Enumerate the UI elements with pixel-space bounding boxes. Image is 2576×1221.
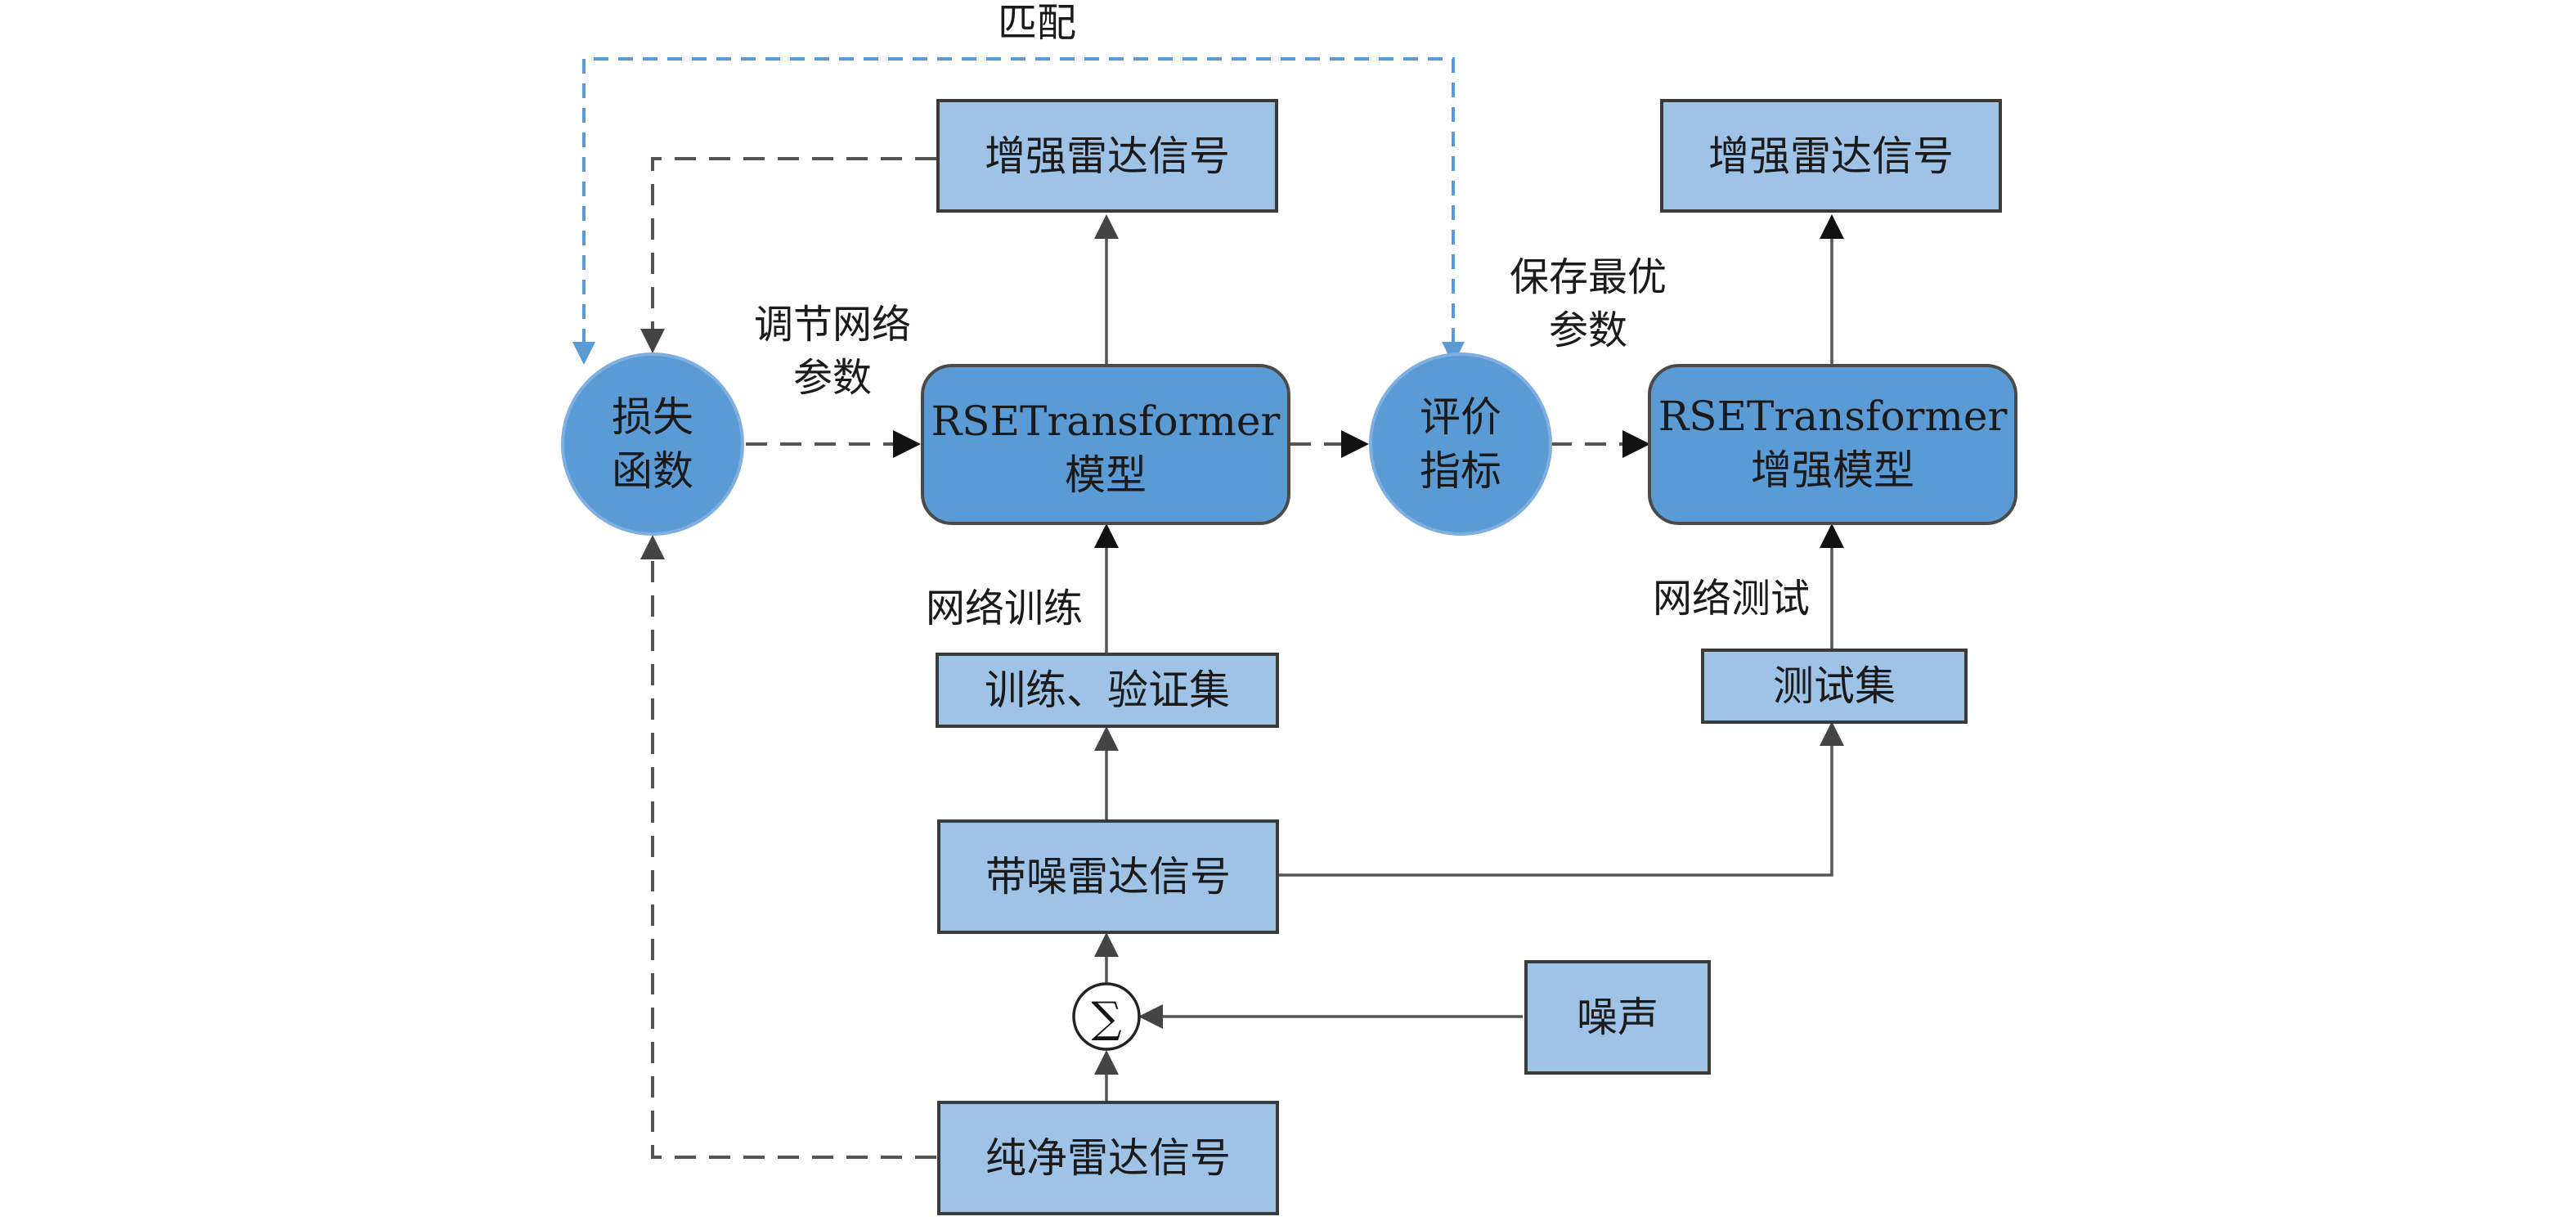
enhanced-to-loss-connector — [651, 157, 936, 330]
enhanced-radar-signal-label-right: 增强雷达信号 — [1708, 132, 1954, 180]
noisy-to-testset-arrowhead — [1820, 721, 1844, 746]
clean-radar-signal-box: 纯净雷达信号 — [937, 1101, 1279, 1215]
noise-to-sum-arrowhead — [1138, 1004, 1163, 1029]
enhanced-model-to-output-arrowhead — [1820, 214, 1844, 239]
adjust-params-label-line1: 调节网络 — [754, 302, 911, 348]
train-validation-set-box: 训练、验证集 — [936, 653, 1279, 728]
loss-function-label-line2: 函数 — [612, 447, 693, 495]
clean-radar-signal-label: 纯净雷达信号 — [985, 1134, 1231, 1182]
network-training-label: 网络训练 — [926, 586, 1083, 631]
loss-function-label-line1: 损失 — [612, 393, 693, 441]
evaluation-metric-label-line1: 评价 — [1420, 393, 1501, 441]
enhanced-radar-signal-label-left: 增强雷达信号 — [985, 132, 1230, 180]
model-to-eval-arrowhead — [1341, 430, 1369, 458]
test-set-box: 测试集 — [1701, 649, 1968, 724]
noisy-radar-signal-box: 带噪雷达信号 — [937, 819, 1279, 934]
testset-to-enhanced-model-arrowhead — [1820, 523, 1844, 548]
adjust-params-label-line2: 参数 — [793, 355, 872, 401]
model-to-enhanced-arrowhead — [1094, 214, 1119, 239]
sum-to-noisy-arrowhead — [1094, 932, 1119, 957]
noisy-to-trainset-arrowhead — [1094, 726, 1119, 751]
clean-to-loss-arrowhead — [640, 535, 665, 559]
enhanced-to-loss-arrowhead — [640, 329, 665, 353]
evaluation-metric-node: 评价 指标 — [1369, 352, 1552, 536]
loss-function-node: 损失 函数 — [561, 352, 744, 536]
clean-to-sum-arrowhead — [1094, 1050, 1119, 1075]
enhanced-model-label-line1: RSETransformer — [1658, 393, 2008, 440]
test-set-label: 测试集 — [1773, 662, 1896, 710]
eval-to-enhanced-model-arrowhead — [1622, 430, 1650, 458]
noise-label: 噪声 — [1577, 994, 1658, 1041]
model-label-line2: 模型 — [1065, 451, 1147, 499]
noisy-to-testset-connector — [1277, 744, 1833, 877]
enhanced-model-label-line2: 增强模型 — [1751, 447, 1914, 494]
summation-node: ∑ — [1072, 982, 1141, 1051]
train-validation-set-label: 训练、验证集 — [985, 667, 1230, 714]
evaluation-metric-label-line2: 指标 — [1420, 447, 1501, 495]
model-label-line1: RSETransformer — [931, 397, 1281, 445]
match-arrowhead-left — [572, 342, 595, 365]
rsetransformer-enhanced-model-node: RSETransformer 增强模型 — [1648, 364, 2017, 525]
enhanced-radar-signal-box-right: 增强雷达信号 — [1660, 99, 2002, 213]
clean-to-loss-connector — [651, 558, 936, 1159]
enhanced-radar-signal-box-left: 增强雷达信号 — [936, 99, 1278, 213]
noisy-radar-signal-label: 带噪雷达信号 — [985, 853, 1231, 900]
network-testing-label: 网络测试 — [1653, 576, 1810, 622]
sum-symbol: ∑ — [1091, 994, 1121, 1043]
save-params-label-line2: 参数 — [1549, 307, 1627, 353]
match-label: 匹配 — [998, 0, 1076, 46]
trainset-to-model-arrowhead — [1094, 523, 1119, 548]
loss-to-model-arrowhead — [893, 430, 921, 458]
noise-box: 噪声 — [1524, 960, 1711, 1075]
save-params-label-line1: 保存最优 — [1510, 254, 1667, 300]
match-connector — [582, 57, 1455, 343]
rsetransformer-model-node: RSETransformer 模型 — [921, 364, 1290, 525]
